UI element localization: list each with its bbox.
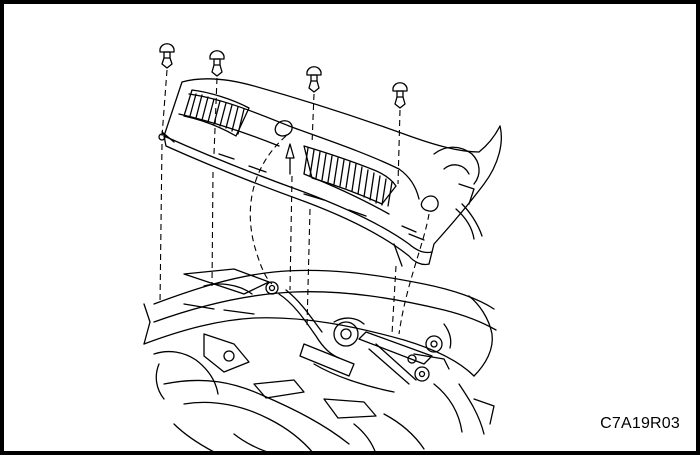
right-grille-slats xyxy=(303,147,393,207)
push-pin-clip-1 xyxy=(159,43,175,69)
push-pin-clip-2 xyxy=(209,50,225,77)
alignment-leader-lines xyxy=(159,69,430,335)
cowl-vent-grille-panel xyxy=(158,78,502,267)
figure-code-label: C7A19R03 xyxy=(600,415,680,432)
exploded-diagram xyxy=(143,43,502,455)
push-pin-clip-4 xyxy=(392,82,408,109)
wiper-linkage-assembly xyxy=(143,268,497,455)
push-pin-clip-3 xyxy=(306,66,322,93)
left-grille-slats xyxy=(189,93,245,135)
